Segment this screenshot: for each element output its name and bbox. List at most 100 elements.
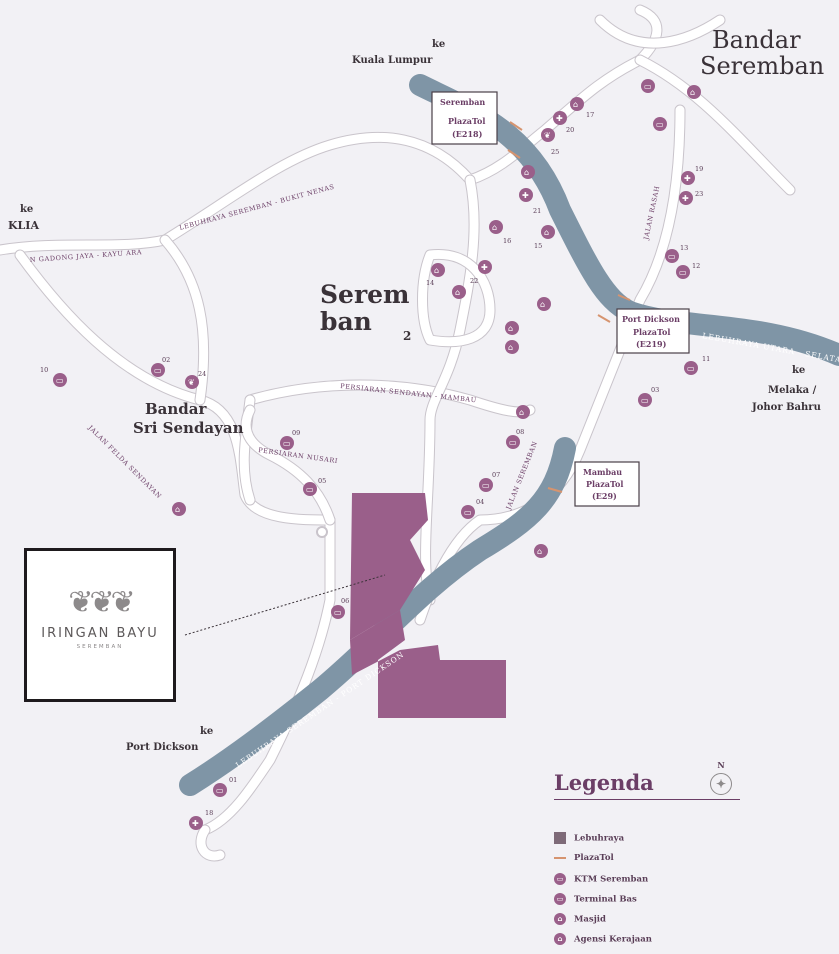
poi-15[interactable]: ⌂15 [534, 225, 555, 250]
poi-24[interactable]: ❦24 [185, 370, 206, 389]
poi-agensi-4[interactable]: ⌂ [505, 340, 519, 354]
dir-kl-1: ke [432, 39, 445, 50]
poi-20[interactable]: ✚20 [553, 111, 574, 134]
svg-text:16: 16 [503, 237, 511, 245]
north-indicator: N ✦ [706, 760, 736, 795]
dir-melaka-3: Johor Bahru [751, 402, 821, 413]
dir-kl-2: Kuala Lumpur [352, 55, 433, 66]
svg-text:21: 21 [533, 207, 541, 215]
poi-07[interactable]: ▭07 [479, 471, 500, 492]
svg-text:Mambau: Mambau [583, 467, 622, 477]
north-label: N [717, 760, 725, 770]
poi-14[interactable]: ⌂14 [426, 263, 445, 287]
svg-text:⌂: ⌂ [508, 324, 513, 333]
svg-text:11: 11 [702, 355, 710, 363]
poi-05[interactable]: ▭05 [303, 477, 326, 496]
svg-text:▭: ▭ [216, 786, 224, 795]
roundabout [316, 526, 328, 538]
logo-name: IRINGAN BAYU [41, 626, 159, 641]
svg-text:⌂: ⌂ [524, 168, 529, 177]
poi-17[interactable]: ⌂17 [570, 97, 594, 119]
highway-swatch-icon [554, 832, 566, 844]
poi-22[interactable]: ✚22 [470, 260, 492, 285]
label-jalan-rasah: JALAN RASAH [642, 185, 661, 242]
poi-08[interactable]: ▭08 [506, 428, 524, 449]
poi-19[interactable]: ✚19 [681, 165, 703, 185]
poi-11[interactable]: ▭11 [684, 355, 710, 375]
poi-16[interactable]: ⌂ 16 [489, 220, 511, 245]
svg-text:❦: ❦ [188, 378, 195, 387]
toll-box-port-dickson: Port Dickson PlazaTol (E219) [616, 308, 690, 354]
svg-text:▭: ▭ [464, 508, 472, 517]
svg-text:⌂: ⌂ [508, 343, 513, 352]
poi-masjid-2[interactable]: ⌂ [516, 405, 530, 419]
svg-text:⌂: ⌂ [537, 547, 542, 556]
poi-ktm-seremban[interactable]: ▭ [653, 117, 667, 131]
label-persiaran-nusari: PERSIARAN NUSARI [258, 446, 339, 465]
svg-text:▭: ▭ [644, 82, 652, 91]
svg-text:⌂: ⌂ [540, 300, 545, 309]
svg-text:✚: ✚ [481, 263, 488, 272]
svg-text:▭: ▭ [656, 120, 664, 129]
toll-markers [507, 121, 631, 493]
svg-text:Seremban: Seremban [440, 97, 485, 107]
label-bandar-seremban-2: Seremban [700, 52, 824, 80]
svg-text:15: 15 [534, 242, 542, 250]
bus-icon: ▭ [554, 893, 566, 905]
svg-text:▭: ▭ [56, 376, 64, 385]
svg-text:⌂: ⌂ [573, 100, 578, 109]
svg-text:10: 10 [40, 366, 48, 374]
iringan-bayu-logo: ❦❦❦ IRINGAN BAYU SEREMBAN [24, 548, 176, 702]
legend-item-masjid: ⌂Masjid [554, 913, 606, 925]
svg-text:25: 25 [551, 148, 559, 156]
svg-text:02: 02 [162, 356, 170, 364]
svg-text:⌂: ⌂ [492, 223, 497, 232]
label-seremban2-a: Serem [320, 280, 410, 309]
poi-25[interactable]: ❦25 [541, 128, 559, 156]
svg-text:24: 24 [198, 370, 206, 378]
dir-klia-1: ke [20, 204, 33, 215]
poi-02[interactable]: ▭02 [151, 356, 170, 377]
svg-text:▭: ▭ [679, 268, 687, 277]
poi-terminal-bas[interactable]: ▭ [641, 79, 655, 93]
svg-text:19: 19 [695, 165, 703, 173]
poi-03[interactable]: ▭03 [638, 386, 659, 407]
svg-text:▭: ▭ [668, 252, 676, 261]
poi-04[interactable]: ▭04 [461, 498, 484, 519]
poi-masjid-3[interactable]: ⌂ [172, 502, 186, 516]
legend-item-plazatol: PlazaTol [554, 853, 614, 863]
svg-text:✚: ✚ [682, 194, 689, 203]
poi-masjid-4[interactable]: ⌂ [534, 544, 548, 558]
legend-item-terminal-bas: ▭Terminal Bas [554, 893, 637, 905]
poi-10[interactable]: ▭ 10 [40, 366, 67, 387]
train-icon: ▭ [554, 873, 566, 885]
poi-01[interactable]: ▭01 [213, 776, 237, 797]
poi-agensi-2[interactable]: ⌂ [452, 285, 466, 299]
legend-title: Legenda [554, 770, 654, 795]
poi-21[interactable]: ✚21 [519, 188, 541, 215]
svg-text:▭: ▭ [509, 438, 517, 447]
svg-text:03: 03 [651, 386, 659, 394]
dir-pd-1: ke [200, 726, 213, 737]
poi-09[interactable]: ▭09 [280, 429, 300, 450]
svg-text:❦: ❦ [544, 131, 551, 140]
poi-agensi-1[interactable]: ⌂ [521, 165, 535, 179]
svg-text:(E219): (E219) [636, 339, 667, 349]
poi-18[interactable]: ✚18 [189, 809, 213, 830]
svg-text:⌂: ⌂ [519, 408, 524, 417]
label-seremban2-c: 2 [403, 329, 411, 343]
svg-text:23: 23 [695, 190, 703, 198]
svg-text:14: 14 [426, 279, 434, 287]
poi-06[interactable]: ▭06 [331, 597, 349, 619]
svg-text:06: 06 [341, 597, 349, 605]
svg-text:PlazaTol: PlazaTol [633, 327, 670, 337]
poi-masjid-1[interactable]: ⌂ [505, 321, 519, 335]
poi-agensi-bandar[interactable]: ⌂ [687, 85, 701, 99]
dir-melaka-1: ke [792, 365, 805, 376]
poi-12[interactable]: ▭12 [676, 262, 700, 279]
poi-13[interactable]: ▭13 [665, 244, 688, 263]
poi-agensi-3[interactable]: ⌂ [537, 297, 551, 311]
toll-swatch-icon [554, 856, 566, 859]
logo-subtitle: SEREMBAN [76, 644, 124, 650]
poi-23[interactable]: ✚ 23 [679, 190, 703, 205]
